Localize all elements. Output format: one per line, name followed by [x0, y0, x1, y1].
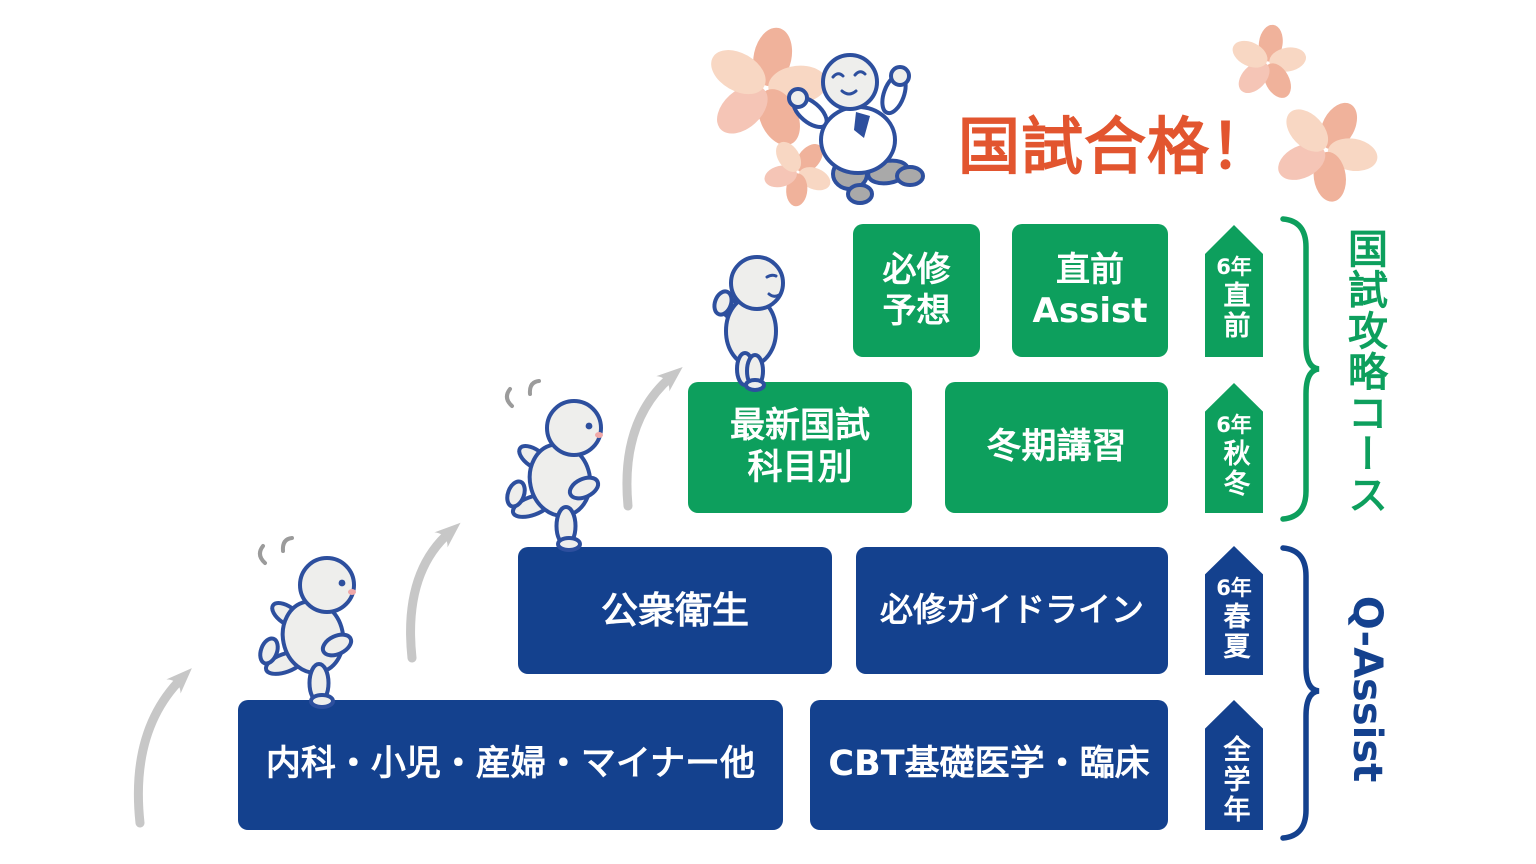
course-box-label: 公衆衛生: [601, 588, 749, 632]
course-box-label: 予想: [882, 290, 951, 331]
course-box-label: 必修ガイドライン: [880, 590, 1144, 630]
stage-arrow-6y-shuutou: 6年 秋冬: [1205, 383, 1263, 513]
course-box-hisshu-yosou: 必修 予想: [853, 224, 980, 357]
sweat-drop-icon: [280, 536, 294, 553]
climbing-character: [505, 379, 603, 552]
course-box-saishin-kokushi: 最新国試 科目別: [688, 382, 912, 513]
course-box-label: 科目別: [747, 447, 853, 488]
course-box-label: 必修: [882, 250, 951, 291]
climbing-character: [258, 536, 356, 709]
course-box-hisshu-guideline: 必修ガイドライン: [856, 547, 1168, 674]
sweat-drop-icon: [505, 387, 514, 408]
stage-year-label: 6年: [1216, 576, 1252, 600]
goal-title: 国試合格！: [958, 110, 1274, 183]
stage-season-label: 全学年: [1218, 735, 1250, 825]
necktie-icon: [854, 112, 870, 138]
course-box-label: 直前: [1056, 250, 1124, 291]
course-box-cbt-kiso-rinshou: CBT基礎医学・臨床: [810, 700, 1168, 830]
climb-arrow-icon: [133, 668, 192, 828]
course-box-koushuu-eisei: 公衆衛生: [518, 547, 832, 674]
sweat-drop-icon: [258, 544, 267, 565]
course-box-touki-koushuu: 冬期講習: [945, 382, 1168, 513]
stage-season-label: 直前: [1218, 281, 1250, 341]
stage-arrow-zengakunen: 全学年: [1205, 700, 1263, 830]
stage-season-label: 春夏: [1218, 602, 1250, 662]
bracket-q-assist: [1280, 545, 1320, 841]
climb-arrow-icon: [406, 522, 461, 663]
sakura-icon: [748, 122, 848, 222]
stage-arrow-6y-chokuzen: 6年 直前: [1205, 225, 1263, 357]
course-box-label: 最新国試: [729, 406, 870, 447]
stage-year-label: 6年: [1216, 255, 1252, 279]
course-box-label: Assist: [1032, 290, 1148, 331]
course-box-label: CBT基礎医学・臨床: [828, 744, 1150, 785]
course-box-naika-shouni-sanpu-minor: 内科・小児・産婦・マイナー他: [238, 700, 783, 830]
stage-season-label: 秋冬: [1218, 439, 1250, 499]
jumping-character: [787, 53, 925, 205]
sakura-icon: [690, 14, 842, 161]
stage-year-label: 6年: [1216, 413, 1252, 437]
course-box-label: 内科・小児・産婦・マイナー他: [265, 744, 756, 785]
group-label-kokushi-kouryaku-course: 国試攻略コース: [1341, 228, 1387, 515]
course-box-label: 冬期講習: [986, 426, 1127, 467]
bracket-kokushi-kouryaku: [1280, 216, 1320, 522]
standing-character: [712, 255, 785, 392]
group-label-q-assist: Q-Assist: [1344, 595, 1390, 783]
stage-arrow-6y-shunka: 6年 春夏: [1205, 546, 1263, 675]
climb-arrow-icon: [622, 366, 683, 511]
sakura-icon: [1253, 78, 1399, 221]
sakura-icon: [1222, 19, 1314, 107]
sweat-drop-icon: [527, 379, 541, 396]
course-box-chokuzen-assist: 直前 Assist: [1012, 224, 1168, 357]
